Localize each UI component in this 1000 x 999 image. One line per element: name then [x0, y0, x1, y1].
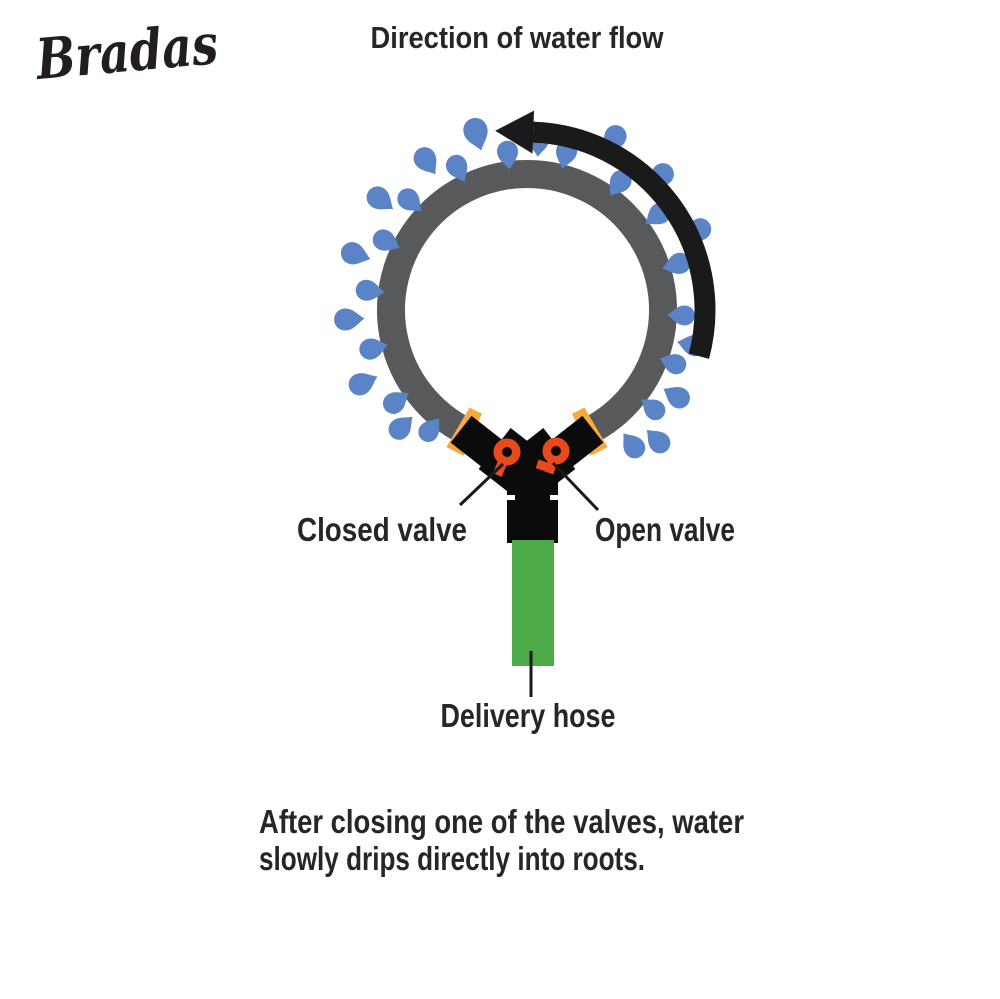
caption-line-2: slowly drips directly into roots.: [259, 840, 645, 877]
water-droplet: [409, 142, 445, 181]
open-valve-handle: [542, 437, 570, 465]
caption-line-1: After closing one of the valves, water: [259, 803, 744, 840]
connector-joint-slit-left: [505, 495, 515, 500]
flow-arrow-head: [495, 110, 534, 154]
connector-joint-slit-right: [550, 495, 560, 500]
water-droplet: [639, 422, 675, 458]
brand-logo: Bradas: [32, 11, 221, 93]
irrigation-ring-hose: [377, 160, 677, 447]
closed-valve-handle: [493, 438, 521, 466]
water-droplet: [460, 115, 493, 154]
water-droplet: [338, 239, 374, 270]
water-droplet: [362, 181, 400, 218]
water-droplet: [615, 426, 650, 463]
delivery-hose: [512, 540, 554, 666]
label-open-valve: Open valve: [595, 511, 735, 548]
water-droplet: [384, 409, 420, 445]
pointer-line-closed-valve: [458, 462, 505, 507]
flow-arrow-arc: [532, 121, 716, 359]
y-connector: [450, 415, 604, 543]
water-droplet: [333, 307, 366, 332]
open-valve-icon: [535, 437, 570, 475]
label-delivery-hose: Delivery hose: [441, 697, 616, 734]
open-valve-foot: [535, 459, 553, 473]
water-droplet: [345, 366, 382, 400]
diagram-title: Direction of water flow: [371, 20, 665, 55]
pointer-line-open-valve: [551, 461, 600, 512]
label-closed-valve: Closed valve: [297, 511, 467, 548]
